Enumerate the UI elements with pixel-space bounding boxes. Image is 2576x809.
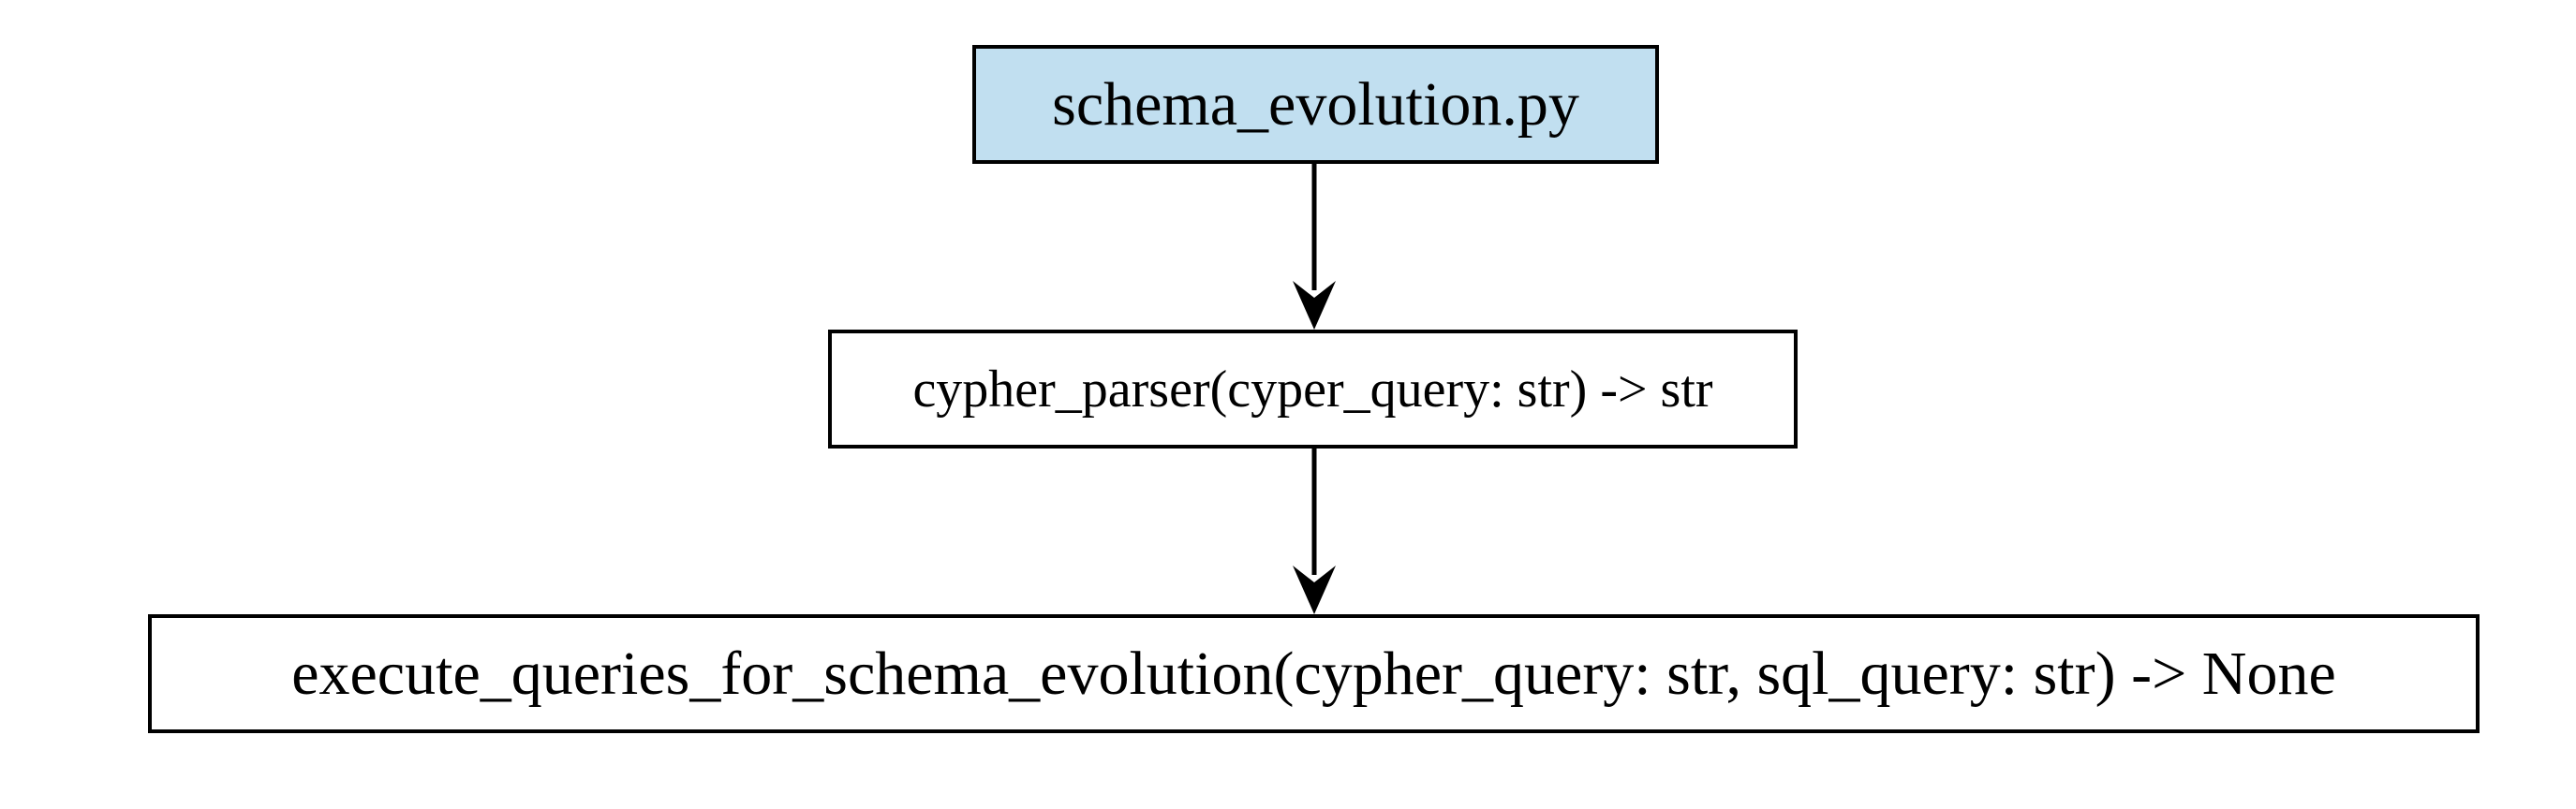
arrowhead-icon	[1293, 281, 1336, 330]
node-execute-queries: execute_queries_for_schema_evolution(cyp…	[148, 614, 2480, 733]
edge-module-to-parser	[1293, 164, 1336, 330]
node-cypher-parser: cypher_parser(cyper_query: str) -> str	[828, 330, 1798, 449]
node-schema-evolution-module: schema_evolution.py	[972, 45, 1659, 164]
node-label: cypher_parser(cyper_query: str) -> str	[912, 360, 1713, 419]
node-label: execute_queries_for_schema_evolution(cyp…	[291, 639, 2336, 708]
arrowhead-icon	[1293, 566, 1336, 614]
edge-parser-to-execute	[1293, 449, 1336, 614]
node-label: schema_evolution.py	[1052, 69, 1579, 139]
